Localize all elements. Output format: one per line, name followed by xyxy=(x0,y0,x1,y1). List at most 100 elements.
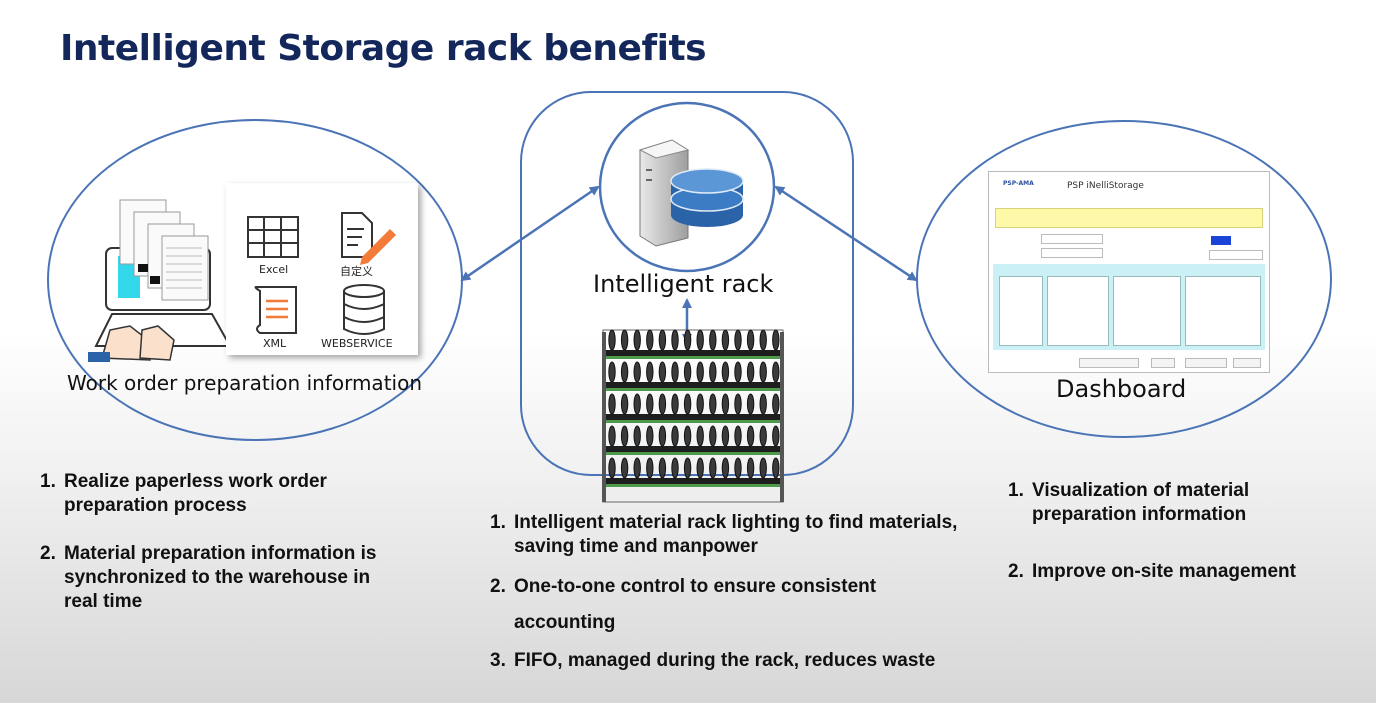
benefit-number: 2. xyxy=(40,543,56,564)
dashboard-banner xyxy=(995,208,1263,228)
component-reel xyxy=(658,329,667,351)
rack-shelf xyxy=(604,382,782,388)
component-reel xyxy=(696,329,704,351)
dashboard-field xyxy=(1041,234,1103,244)
component-reel xyxy=(620,361,629,383)
component-reel xyxy=(746,393,755,415)
component-reel xyxy=(683,425,692,447)
component-reel xyxy=(646,361,654,383)
benefit-text: Material preparation information is sync… xyxy=(64,543,377,612)
component-reel xyxy=(620,425,629,447)
component-reel xyxy=(683,393,692,415)
component-reel xyxy=(709,425,717,447)
rack-led-strip xyxy=(604,452,782,455)
rack-led-strip xyxy=(604,388,782,391)
dashboard-list-box xyxy=(1047,276,1109,346)
component-reel xyxy=(772,329,780,351)
component-reel xyxy=(709,329,717,351)
component-reel xyxy=(671,457,679,479)
component-reel xyxy=(746,329,755,351)
component-reel xyxy=(671,425,679,447)
component-reel xyxy=(671,361,679,383)
center-benefits-list: 1. Intelligent material rack lighting to… xyxy=(490,511,970,679)
component-reel xyxy=(620,393,629,415)
component-reel xyxy=(646,329,654,351)
component-reel xyxy=(772,457,780,479)
benefit-number: 3. xyxy=(490,650,506,671)
benefit-text: FIFO, managed during the rack, reduces w… xyxy=(514,650,936,671)
webservice-database-icon xyxy=(343,284,385,335)
component-reel xyxy=(608,393,616,415)
benefit-number: 1. xyxy=(40,471,56,492)
rack-shelf xyxy=(604,478,782,484)
component-reel xyxy=(646,457,654,479)
component-reel xyxy=(734,329,742,351)
data-format-card: Excel 自定义 XML WEBSERVICE xyxy=(226,183,418,355)
component-reel xyxy=(683,329,692,351)
component-reel xyxy=(734,361,742,383)
component-reel xyxy=(671,329,679,351)
component-reel xyxy=(709,457,717,479)
component-reel xyxy=(759,393,767,415)
rack-led-strip xyxy=(604,484,782,487)
component-reel xyxy=(658,393,667,415)
component-reel xyxy=(683,361,692,383)
component-reel xyxy=(633,425,641,447)
benefit-number: 1. xyxy=(490,512,506,533)
server-database-icon xyxy=(638,139,744,247)
dashboard-button xyxy=(1185,358,1227,368)
benefit-text: One-to-one control to ensure consistent … xyxy=(514,576,877,633)
excel-icon xyxy=(247,216,299,258)
benefit-item: 2. Improve on-site management xyxy=(1008,560,1368,584)
rack-led-strip xyxy=(604,356,782,359)
component-reel xyxy=(633,457,641,479)
dashboard-list-box xyxy=(999,276,1043,346)
xml-label: XML xyxy=(263,337,287,350)
component-reel xyxy=(620,329,629,351)
left-connector-arrow xyxy=(460,185,600,282)
component-reel xyxy=(721,329,730,351)
component-reel xyxy=(772,393,780,415)
rack-led-strip xyxy=(604,420,782,423)
right-connector-arrow xyxy=(774,185,918,282)
page-title: Intelligent Storage rack benefits xyxy=(60,28,707,69)
dashboard-field xyxy=(1041,248,1103,258)
benefit-text: Intelligent material rack lighting to fi… xyxy=(514,512,958,557)
intelligent-rack-label: Intelligent rack xyxy=(593,270,774,298)
dashboard-button xyxy=(1233,358,1261,368)
component-reel xyxy=(772,361,780,383)
component-reel xyxy=(658,457,667,479)
custom-label: 自定义 xyxy=(340,265,373,278)
rack-post xyxy=(780,332,784,502)
component-reel xyxy=(721,457,730,479)
dashboard-label: Dashboard xyxy=(1056,375,1187,403)
xml-scroll-icon xyxy=(254,286,297,334)
component-reel xyxy=(759,457,767,479)
component-reel xyxy=(746,361,755,383)
component-reel xyxy=(658,425,667,447)
computer-icon xyxy=(88,199,232,362)
component-reel xyxy=(696,425,704,447)
dashboard-list-box xyxy=(1185,276,1261,346)
component-reel xyxy=(734,425,742,447)
benefit-text: Improve on-site management xyxy=(1032,561,1296,582)
component-reel xyxy=(746,457,755,479)
component-reel xyxy=(646,393,654,415)
dashboard-screenshot: PSP-AMA PSP iNelliStorage xyxy=(988,171,1270,373)
component-reel xyxy=(734,457,742,479)
component-reel xyxy=(696,457,704,479)
rack-shelf xyxy=(604,414,782,420)
component-reel xyxy=(709,361,717,383)
component-reel xyxy=(608,457,616,479)
rack-shelf xyxy=(604,446,782,452)
dashboard-field xyxy=(1209,250,1263,260)
component-reel xyxy=(759,425,767,447)
benefit-text: Realize paperless work order preparation… xyxy=(64,471,327,516)
component-reel xyxy=(608,425,616,447)
benefit-text: Visualization of material preparation in… xyxy=(1032,480,1250,525)
component-reel xyxy=(696,393,704,415)
benefit-number: 2. xyxy=(1008,561,1024,582)
excel-label: Excel xyxy=(259,263,289,276)
component-reel xyxy=(671,393,679,415)
